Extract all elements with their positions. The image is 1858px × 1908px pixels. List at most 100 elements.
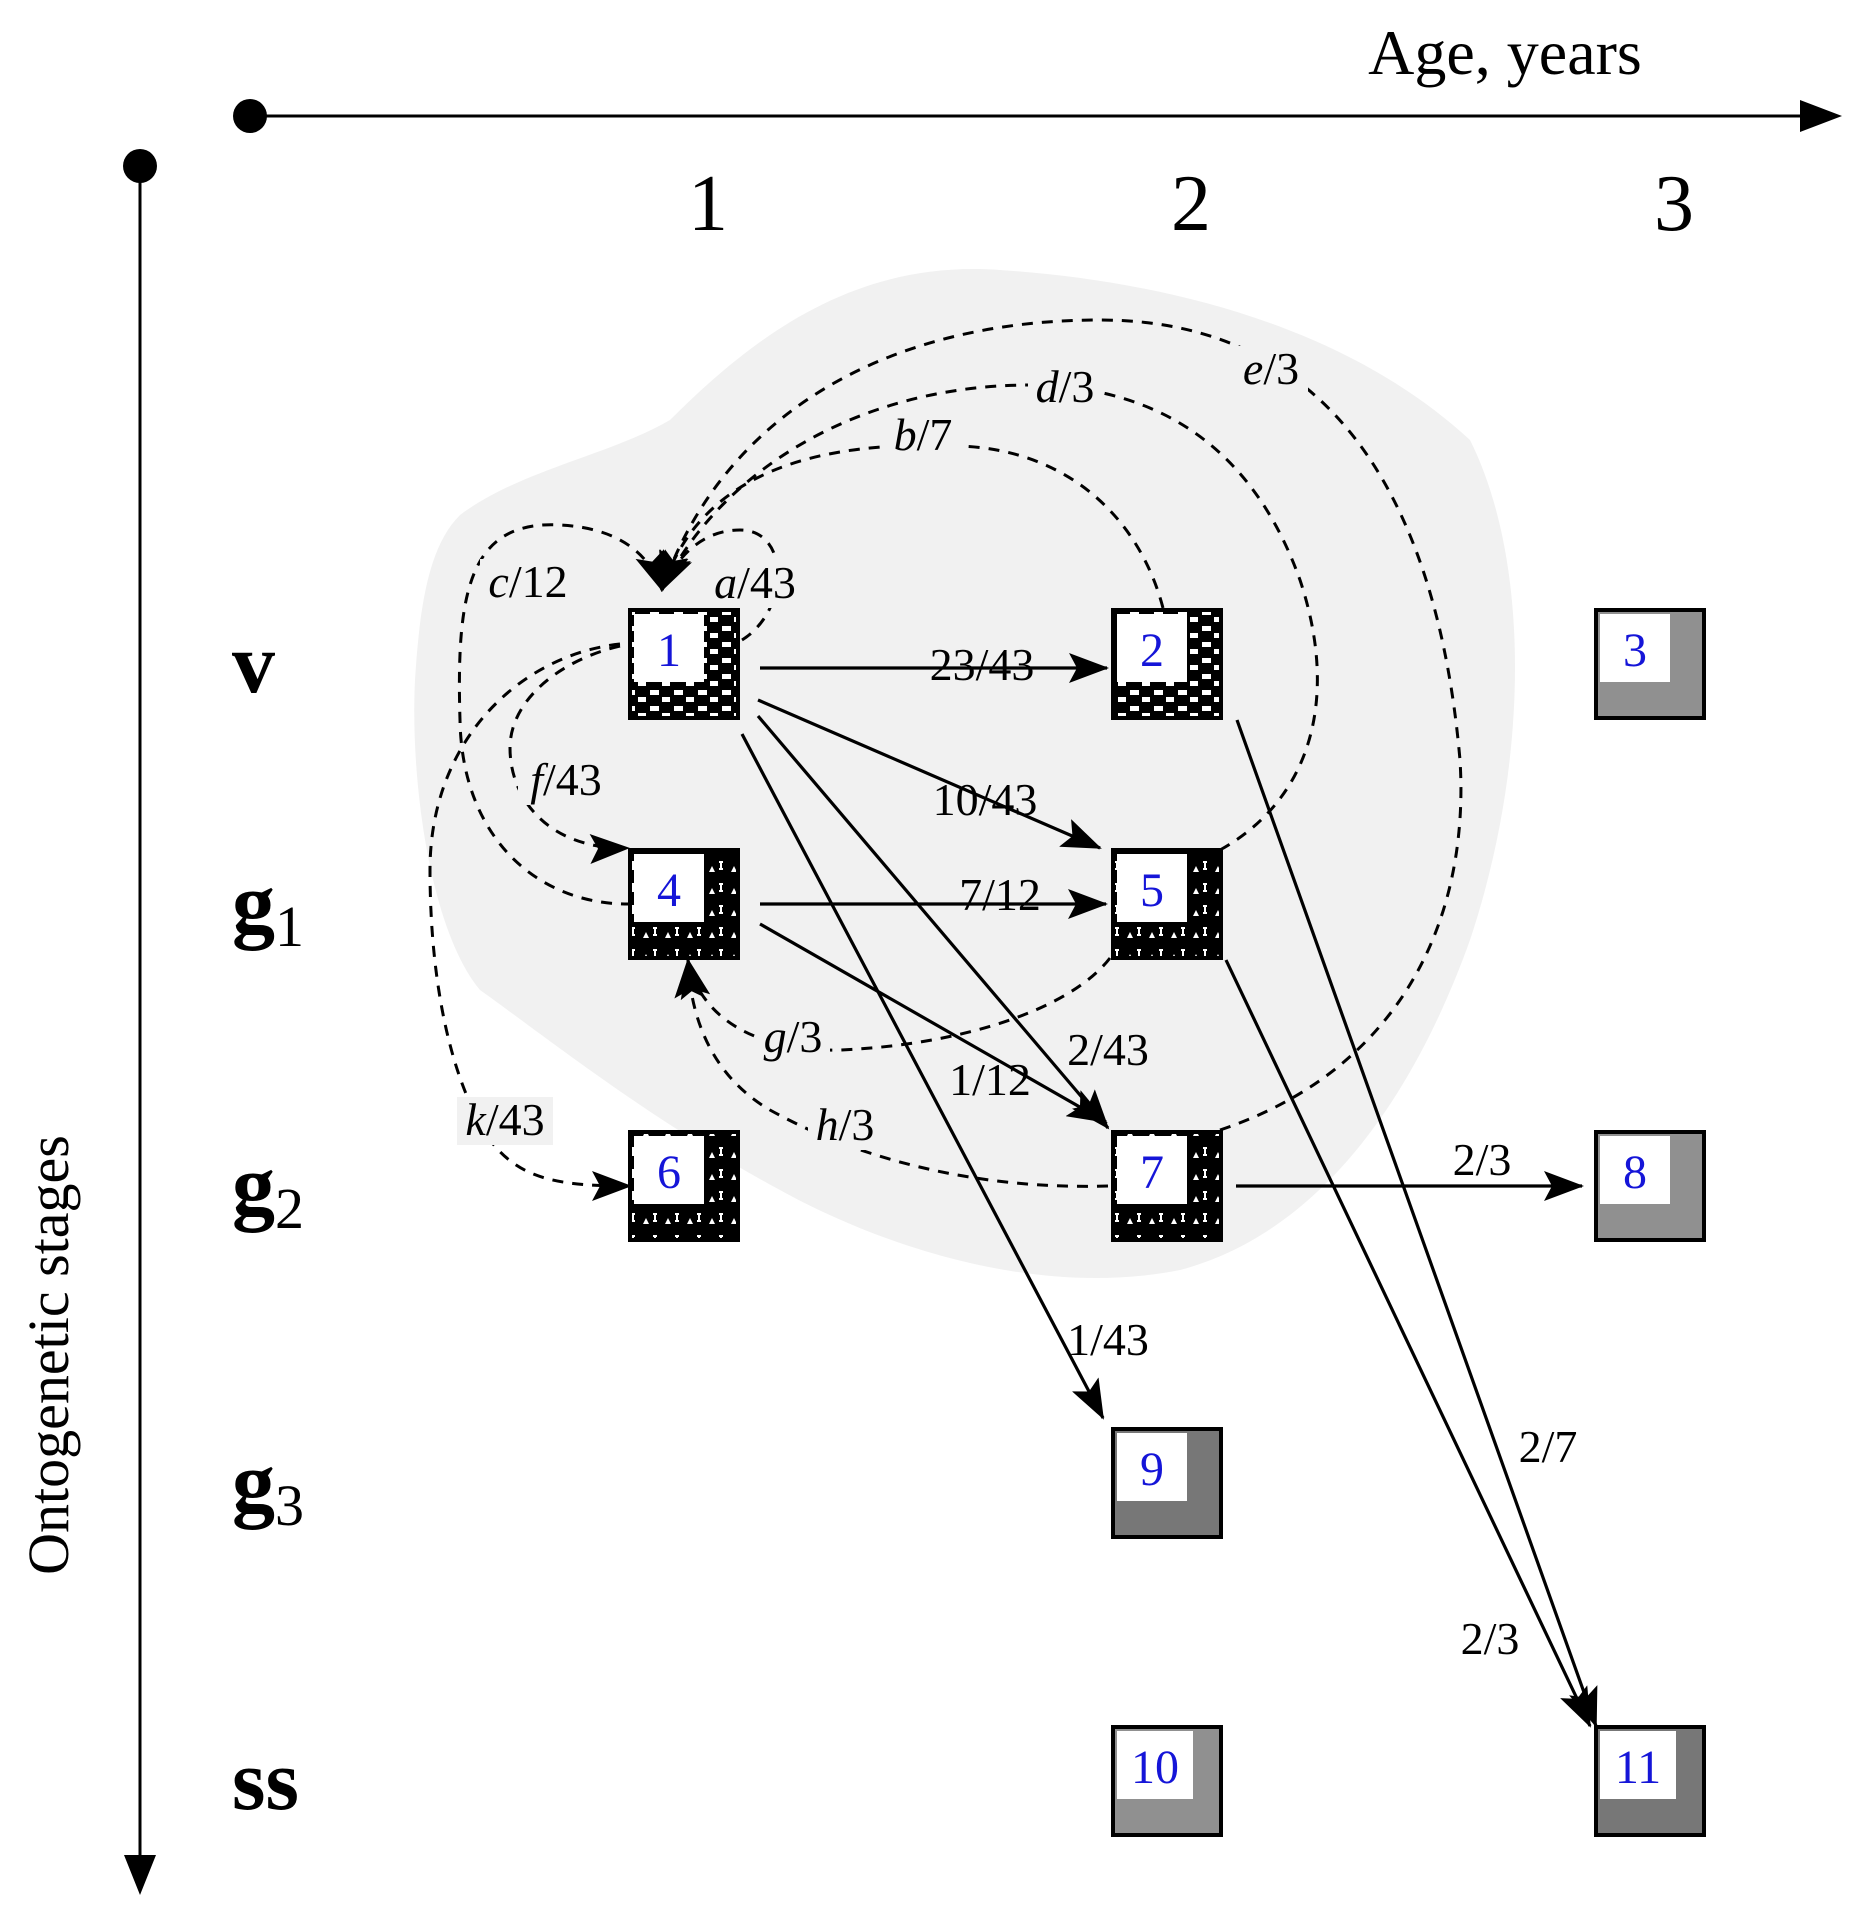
node-6-number: 6 [657, 1146, 681, 1199]
node-8-number: 8 [1623, 1146, 1647, 1199]
stage-label-subscript: 1 [275, 894, 304, 959]
node-11: 11 [1594, 1725, 1706, 1837]
nodes: 1 2 3 4 5 6 7 8 9 10 11 [628, 608, 1706, 1837]
node-3-number: 3 [1623, 624, 1647, 677]
stage-label-main: g [232, 1434, 275, 1530]
node-7-label-area [1117, 1136, 1187, 1204]
reproduction-label-5-1: d/3 [1036, 361, 1095, 412]
reproduction-label-bg [707, 560, 803, 608]
stage-axis-arrowhead [124, 1855, 156, 1895]
node-8: 8 [1594, 1130, 1706, 1242]
node-9: 9 [1111, 1427, 1223, 1539]
stage-label-subscript: 3 [275, 1473, 304, 1538]
reproduction-label-bg [808, 1102, 882, 1150]
reproduction-label-bg [756, 1014, 830, 1062]
node-3: 3 [1594, 608, 1706, 720]
node-4-number: 4 [657, 864, 681, 917]
transition-label-4-7: 1/12 [949, 1054, 1031, 1105]
node-10-number: 10 [1131, 1741, 1179, 1794]
transition-label-4-5: 7/12 [959, 869, 1041, 920]
transition-1-9 [740, 733, 1105, 1420]
reproduction-coefficient: a [714, 557, 737, 608]
transition-5-11 [1224, 959, 1592, 1728]
node-1: 1 [628, 608, 740, 720]
node-5: 5 [1111, 848, 1223, 960]
edge-labels: 23/4310/432/431/437/121/122/32/72/3a/43b… [457, 343, 1577, 1664]
reproduction-coefficient: d [1036, 361, 1060, 412]
node-10: 10 [1111, 1725, 1223, 1837]
transition-2-11 [1235, 719, 1598, 1728]
reproduction-denominator: /43 [737, 557, 796, 608]
transition-1-5 [757, 698, 1102, 850]
node-6: 6 [628, 1130, 740, 1242]
reproduction-label-bg [886, 412, 960, 460]
transition-label-1-2: 23/43 [930, 639, 1035, 690]
reproduction-label-bg [480, 559, 576, 607]
reproduction-label-bg [457, 1097, 553, 1145]
reproduction-denominator: /12 [509, 556, 568, 607]
stage-label-ss: ss [232, 1732, 299, 1828]
reproduction-label-2-1: b/7 [894, 409, 953, 460]
node-5-number: 5 [1140, 864, 1164, 917]
node-1-number: 1 [657, 624, 681, 677]
reproduction-1-6 [428, 642, 632, 1201]
reproduction-denominator: /43 [486, 1094, 545, 1145]
reproduction-7-1 [660, 318, 1463, 1132]
stage-axis-title: Ontogenetic stages [16, 1135, 81, 1575]
reproduction-5-1 [660, 383, 1319, 852]
reproduction-label-4-1: c/12 [488, 556, 567, 607]
node-11-number: 11 [1615, 1741, 1661, 1794]
reproduction-coefficient: e [1243, 343, 1263, 394]
age-axis-title: Age, years [1368, 17, 1642, 88]
stage-label-g2: g2 [232, 1137, 304, 1241]
node-6-label-area [634, 1136, 704, 1204]
reproduction-label-bg [1234, 346, 1308, 394]
reproduction-label-bg [518, 757, 614, 805]
age-tick-2: 2 [1171, 160, 1211, 248]
node-2: 2 [1111, 608, 1223, 720]
transition-label-5-11: 2/3 [1461, 1613, 1520, 1664]
reproduction-7-4 [674, 958, 1109, 1188]
node-8-label-area [1600, 1136, 1670, 1204]
reproduction-denominator: /7 [917, 409, 953, 460]
node-1-label-area [634, 614, 704, 682]
core-population-region [414, 269, 1516, 1279]
reproduction-coefficient: h [816, 1099, 839, 1150]
transition-label-1-7: 2/43 [1067, 1024, 1149, 1075]
node-9-number: 9 [1140, 1443, 1164, 1496]
age-tick-3: 3 [1654, 160, 1694, 248]
stage-label-main: g [232, 1137, 275, 1233]
stage-label-v: v [232, 615, 275, 711]
node-7-number: 7 [1140, 1146, 1164, 1199]
reproduction-5-4 [680, 957, 1112, 1052]
stage-label-g3: g3 [232, 1434, 304, 1538]
reproduction-4-1 [457, 523, 664, 906]
reproduction-label-5-4: g/3 [764, 1011, 823, 1062]
age-axis-arrowhead [1800, 100, 1842, 132]
node-10-label-area [1117, 1731, 1193, 1799]
transition-1-7 [756, 714, 1110, 1130]
node-2-number: 2 [1140, 624, 1164, 677]
node-4-label-area [634, 854, 704, 922]
reproduction-denominator: /3 [839, 1099, 875, 1150]
stage-label-subscript: 2 [275, 1176, 304, 1241]
reproduction-1-4 [508, 644, 630, 864]
reproduction-label-1-1: a/43 [714, 557, 796, 608]
stage-axis-origin-dot [123, 149, 157, 183]
stage-label-main: ss [232, 1732, 299, 1828]
transition-4-7 [759, 922, 1108, 1124]
reproduction-denominator: /3 [1263, 343, 1299, 394]
transition-label-1-5: 10/43 [933, 774, 1038, 825]
node-5-label-area [1117, 854, 1187, 922]
reproduction-denominator: /3 [787, 1011, 823, 1062]
stage-label-g1: g1 [232, 855, 304, 959]
reproduction-label-bg [1028, 364, 1102, 412]
reproduction-coefficient: c [488, 556, 508, 607]
transition-label-1-9: 1/43 [1067, 1314, 1149, 1365]
node-4: 4 [628, 848, 740, 960]
reproduction-label-7-4: h/3 [816, 1099, 875, 1150]
reproduction-coefficient: k [465, 1094, 487, 1145]
